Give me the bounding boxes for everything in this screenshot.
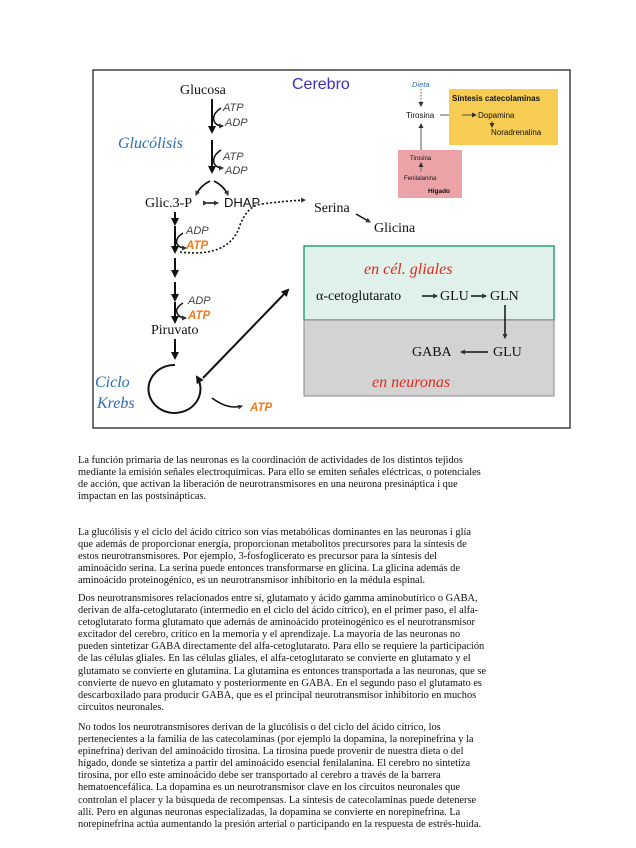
text-line: No todos los neurotransmisores derivan d… [78,722,441,733]
higado-label: Hígado [428,188,450,195]
adp-in-3: ADP [185,225,209,237]
atp-consume-hook-1 [212,107,224,129]
tirosina-label: Tirosina [406,111,435,120]
adp-out-2: ADP [224,165,248,177]
krebs-to-atp-arrow [211,397,243,410]
text-line: excitador del cerebro, crítico en la mem… [78,629,461,641]
fenilalanina-label: Fenilalanina [404,176,437,182]
text-line: hematoencefálica. La dopamina es un neur… [78,782,460,794]
text-line: aminoácido serina. La serina puede enton… [78,563,460,575]
atp-in-1: ATP [222,102,244,114]
paragraph-intro: La función primaria de las neuronas es l… [78,455,564,503]
serina-label: Serina [314,201,351,216]
dhap-label: DHAP [224,195,260,210]
dotted-curve-serina-link [179,203,263,254]
split-right-arrow [213,180,229,196]
adp-out-1: ADP [224,117,248,129]
text-line: cetoglutarato forma glutamato que además… [78,617,476,629]
text-line: convierte de nuevo en glutamato y poster… [78,677,482,689]
text-line: allí. Pero en algunas neuronas especiali… [78,806,461,818]
text-line: que además de proporcionar energía, prop… [78,539,467,551]
glicina-label: Glicina [374,221,416,236]
text-line: norepinefrina actúa aumentando la presió… [78,818,482,830]
metabolism-diagram: Glucosa Cerebro ATP ADP Glucólisis ATP A… [92,69,571,429]
text-line: controlan el placer y la búsqueda de rec… [78,794,477,806]
text-line: pueden sintetizar GABA directamente del … [78,641,485,653]
atp-produce-hook-1 [175,232,187,251]
gaba-label: GABA [412,345,453,360]
krebs-cycle-circle [147,363,204,414]
arrow-serina-glicina [355,213,371,223]
text-line: epinefrina) derivan del aminoácido tiros… [78,746,464,758]
glic3p-label: Glic.3-P [145,196,192,211]
text-line: descarboxilado para producir GABA, que e… [78,689,477,701]
text-line: impactan en las postsinápticas. [78,491,207,503]
text-line: pertenecientes a la familia de las catec… [78,734,474,746]
dieta-label: Dieta [412,80,430,89]
noradrenalina-label: Noradrenalina [491,128,542,137]
sintesis-catecolaminas-box [449,89,558,145]
en-cel-gliales-label: en cél. gliales [364,261,452,278]
ciclo-label: Ciclo [95,374,130,391]
text-line: hígado, donde se sintetiza a partir del … [78,758,471,770]
text-line: estos neurotransmisores. Por ejemplo, 3-… [78,551,437,563]
glu-glial-label: GLU [440,289,469,304]
krebs-atp: ATP [249,402,272,414]
krebs-label: Krebs [96,395,135,412]
text-line: de las células gliales. En las células g… [78,653,471,665]
text-line: tirosina, por ello este aminoácido debe … [78,770,441,782]
glucolisis-label: Glucólisis [118,135,183,152]
arrow-krebs-to-glial [202,288,290,379]
paragraph-glucolisis: La glucólisis y el ciclo del ácido cítri… [78,527,564,587]
piruvato-label: Piruvato [151,323,198,338]
glu-neuron-label: GLU [493,345,522,360]
paragraph-catecolaminas: No todos los neurotransmisores derivan d… [78,722,564,831]
dopamina-label: Dopamina [478,111,515,120]
text-line: La función primaria de las neuronas es l… [78,455,463,466]
atp-out-3: ATP [185,240,208,252]
higado-box [398,150,462,198]
text-line: mediante la emisión señales electroquími… [78,467,481,479]
glial-cells-box [303,245,555,321]
atp-consume-hook-2 [212,149,224,171]
sintesis-title: Síntesis catecolaminas [452,94,541,103]
atp-out-4: ATP [187,310,210,322]
cerebro-title: Cerebro [292,76,350,93]
text-line: de acción, que activan la liberación de … [78,479,458,491]
en-neuronas-label: en neuronas [372,374,450,391]
text-line: aminoácido proteinogénico, es un neurotr… [78,575,426,587]
glucosa-label: Glucosa [180,83,227,98]
split-left-arrow [195,180,211,196]
tirosina-higado-label: Tirosina [410,156,432,162]
atp-in-2: ATP [222,151,244,163]
gln-label: GLN [490,289,519,304]
paragraph-glutamato-gaba: Dos neurotransmisores relacionados entre… [78,593,564,714]
alfa-cetoglutarato-label: α-cetoglutarato [316,289,401,304]
text-line: circuitos neuronales. [78,701,164,713]
text-line: glutamato se convierte en glutamina. La … [78,665,486,677]
text-line: Dos neurotransmisores relacionados entre… [78,593,478,604]
adp-in-4: ADP [187,295,211,307]
neurons-box [303,319,555,397]
atp-produce-hook-2 [175,302,187,321]
text-line: derivan de alfa-cetoglutarato (intermedi… [78,605,479,617]
text-line: La glucólisis y el ciclo del ácido cítri… [78,527,472,538]
